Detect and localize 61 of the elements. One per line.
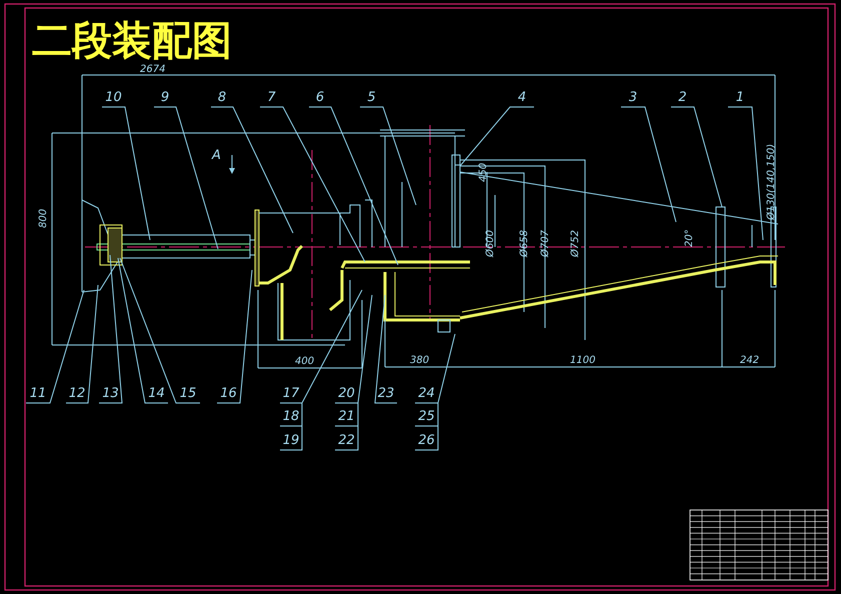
callout-number: 12: [66, 386, 88, 402]
dimension-label: Ø707: [540, 230, 552, 257]
leader-line: [210, 106, 294, 234]
callout-number: 21: [335, 409, 358, 425]
angle-label: 20°: [684, 229, 696, 247]
dimension-label: 2674: [140, 64, 166, 76]
callout-number: 6: [309, 90, 331, 106]
leader-line: [334, 294, 372, 450]
dimension-label: Ø130(140,150): [766, 144, 778, 220]
callout-number: 15: [176, 386, 200, 402]
callout-number: 5: [360, 90, 383, 106]
view-label: A: [212, 148, 221, 163]
callout-number: 14: [145, 386, 168, 402]
leader-line: [26, 290, 84, 404]
leader-line: [102, 106, 150, 240]
dimension-label: Ø752: [570, 230, 582, 257]
callout-number: 3: [621, 90, 645, 106]
callout-number: 22: [335, 433, 358, 449]
leader-line: [308, 106, 398, 266]
callout-number: 18: [280, 409, 302, 425]
dimension-label: 400: [295, 356, 314, 368]
leader-line: [620, 106, 676, 222]
leader-line: [414, 334, 456, 450]
callout-number: 7: [260, 90, 283, 106]
leader-line: [280, 290, 362, 450]
dimension-label: Ø658: [519, 230, 531, 257]
leader-line: [460, 106, 534, 166]
callout-number: 4: [510, 90, 534, 106]
drawing-title: 二段装配图: [32, 18, 232, 64]
callout-number: 9: [154, 90, 176, 106]
leader-line: [260, 106, 366, 262]
leader-line: [66, 284, 98, 404]
callout-number: 17: [280, 386, 302, 402]
callout-number: 23: [375, 386, 397, 402]
leader-line: [360, 106, 416, 206]
leader-line: [374, 294, 398, 404]
callout-number: 20: [335, 386, 358, 402]
dimension-label: 1100: [570, 355, 596, 367]
dimension-label: 242: [740, 355, 760, 367]
leader-line: [670, 106, 722, 208]
callout-number: 26: [415, 433, 438, 449]
leader-line: [728, 106, 764, 240]
callout-number: 11: [26, 386, 50, 402]
leader-line: [98, 254, 123, 404]
callout-number: 8: [211, 90, 233, 106]
callout-number: 19: [280, 433, 302, 449]
leader-line: [154, 106, 218, 250]
leader-line: [118, 258, 168, 404]
dimension-label: 450: [478, 162, 490, 182]
leader-line: [120, 258, 200, 404]
callout-number: 24: [415, 386, 438, 402]
dimension-label: 380: [410, 355, 430, 367]
dimension-label: Ø600: [485, 230, 497, 257]
callout-number: 13: [99, 386, 122, 402]
dimension-label: 800: [38, 208, 50, 228]
callout-number: 25: [415, 409, 438, 425]
callout-number: 16: [217, 386, 240, 402]
callout-number: 2: [671, 90, 694, 106]
leader-line: [216, 270, 252, 404]
callout-number: 1: [728, 90, 752, 106]
callout-number: 10: [102, 90, 125, 106]
